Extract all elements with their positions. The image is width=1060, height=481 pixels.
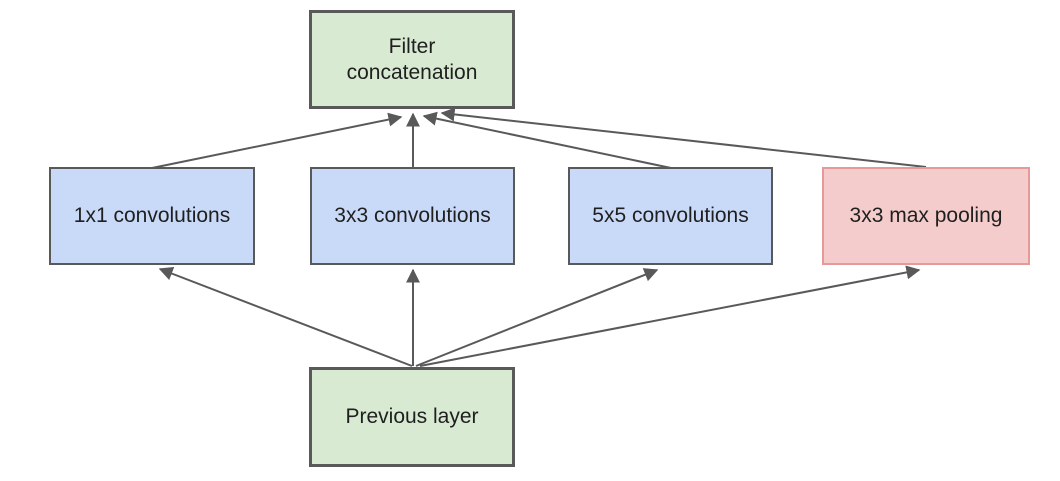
edge-max-pool-to-filter-concat [440, 107, 927, 168]
node-filter-concatenation: Filter concatenation [309, 10, 515, 109]
edge-previous-layer-to-max-pool [419, 265, 921, 367]
edge-conv-1x1-to-filter-concat [151, 112, 403, 169]
node-conv-1x1: 1x1 convolutions [49, 167, 255, 265]
edge-previous-layer-to-conv-1x1 [158, 266, 413, 367]
node-label: Previous layer [345, 405, 479, 428]
node-max-pooling: 3x3 max pooling [822, 167, 1030, 265]
node-label: 3x3 convolutions [334, 204, 491, 227]
node-conv-3x3: 3x3 convolutions [310, 167, 515, 265]
edge-previous-layer-to-conv-5x5 [415, 268, 659, 367]
node-label: 1x1 convolutions [73, 204, 231, 227]
node-label: 3x3 max pooling [849, 204, 1003, 227]
node-label: 5x5 convolutions [592, 204, 749, 227]
node-conv-5x5: 5x5 convolutions [568, 167, 773, 265]
edge-conv-5x5-to-filter-concat [422, 111, 672, 169]
node-previous-layer: Previous layer [309, 367, 515, 467]
node-label: Filter concatenation [346, 34, 478, 84]
